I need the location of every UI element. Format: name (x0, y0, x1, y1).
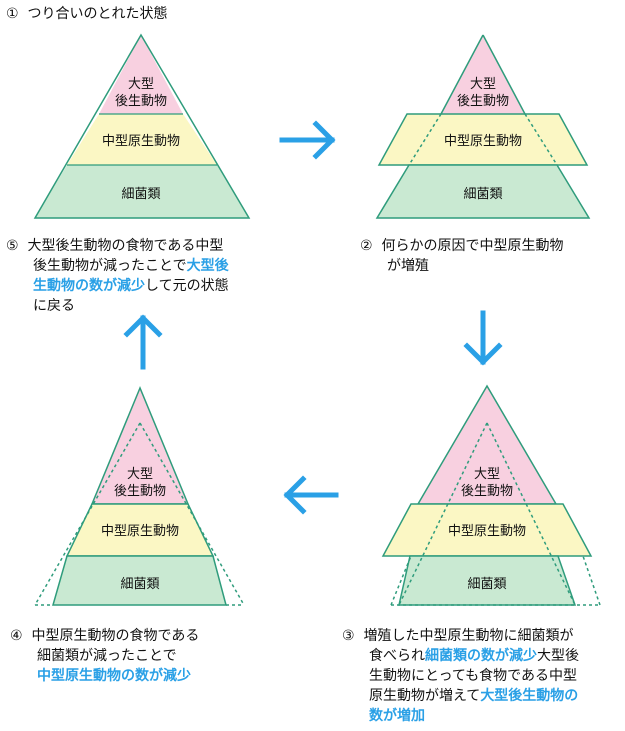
step-3-highlight-1: 細菌類の数が減少 (425, 648, 537, 664)
step-1-text: つり合いのとれた状態 (27, 6, 168, 22)
pyramid-4-top-label-1: 大型 (127, 467, 153, 482)
step-5-caption: ⑤ 大型後生動物の食物である中型 後生動物が減ったことで大型後 生動物の数が減少… (6, 236, 229, 316)
step-5-number: ⑤ (6, 238, 19, 254)
step-3-highlight-3: 数が増加 (369, 708, 425, 724)
step-2-caption: ② 何らかの原因で中型原生動物 が増殖 (360, 236, 563, 276)
step-4-line-2: 細菌類が減ったことで (37, 648, 177, 664)
step-1-number: ① (6, 6, 19, 22)
pyramid-1-balanced: 大型 後生動物 中型原生動物 細菌類 (33, 33, 251, 219)
pyramid-2-top-tier (441, 35, 525, 114)
step-3-caption: ③ 増殖した中型原生動物に細菌類が 食べられ細菌類の数が減少大型後 生動物にとっ… (342, 626, 579, 726)
pyramid-3-middle-tier (381, 503, 593, 557)
pyramid-3-bottom-tier (398, 555, 577, 606)
step-3-line-4a: 原生動物が増えて (369, 688, 481, 704)
pyramid-2-top-label-1: 大型 (470, 77, 496, 92)
pyramid-4-bottom-label: 細菌類 (120, 577, 159, 592)
step-2-line-1: 何らかの原因で中型原生動物 (381, 238, 564, 254)
step-4-line-1: 中型原生動物の食物である (31, 628, 200, 644)
pyramid-4-top-label-2: 後生動物 (114, 484, 166, 499)
arrow-left-icon (283, 475, 339, 515)
step-4-caption: ④ 中型原生動物の食物である 細菌類が減ったことで 中型原生動物の数が減少 (10, 626, 199, 686)
pyramid-3-middle-label: 中型原生動物 (448, 524, 526, 539)
step-5-highlight-2: 生動物の数が減少 (33, 278, 145, 294)
pyramid-2-bottom-tier (375, 164, 591, 219)
step-5-line-4: に戻る (33, 298, 75, 314)
arrow-up-icon (123, 314, 163, 370)
step-4-number: ④ (10, 628, 23, 644)
step-3-highlight-2: 大型後生動物の (480, 688, 579, 704)
step-2-number: ② (360, 238, 373, 254)
pyramid-3-top-label-2: 後生動物 (461, 484, 513, 499)
pyramid-2-bottom-label: 細菌類 (463, 187, 502, 202)
pyramid-2-middle-label: 中型原生動物 (444, 134, 522, 149)
step-3-number: ③ (342, 628, 355, 644)
pyramid-1-middle-label: 中型原生動物 (102, 134, 180, 149)
step-2-line-2: が増殖 (387, 258, 429, 274)
pyramid-2-middle-tier (377, 113, 589, 166)
pyramid-1-bottom-tier (35, 165, 249, 218)
step-5-line-3b: して元の状態 (145, 278, 229, 294)
pyramid-4-middle-decrease: 大型 後生動物 中型原生動物 細菌類 (34, 386, 245, 606)
pyramid-1-middle-tier (67, 114, 217, 165)
pyramid-2-middle-increase: 大型 後生動物 中型原生動物 細菌類 (375, 34, 591, 219)
arrow-right-icon (279, 120, 336, 160)
step-5-line-1: 大型後生動物の食物である中型 (27, 238, 224, 254)
step-4-highlight: 中型原生動物の数が減少 (37, 668, 191, 684)
step-3-line-2b: 大型後 (537, 648, 579, 664)
step-5-line-2a: 後生動物が減ったことで (33, 258, 187, 274)
step-1-caption: ① つり合いのとれた状態 (6, 4, 167, 24)
pyramid-1-top-tier (99, 35, 183, 114)
pyramid-4-middle-label: 中型原生動物 (101, 524, 179, 539)
pyramid-3-top-increase: 大型 後生動物 中型原生動物 細菌類 (381, 384, 601, 606)
arrow-down-icon (463, 310, 503, 366)
step-3-line-1: 増殖した中型原生動物に細菌類が (363, 628, 574, 644)
pyramid-1-top-label-2: 後生動物 (115, 94, 167, 109)
pyramid-2-top-label-2: 後生動物 (457, 94, 509, 109)
pyramid-1-top-label-1: 大型 (128, 77, 154, 92)
pyramid-3-top-label-1: 大型 (474, 467, 500, 482)
pyramid-1-bottom-label: 細菌類 (121, 187, 160, 202)
step-3-line-2a: 食べられ (369, 648, 425, 664)
pyramid-3-bottom-label: 細菌類 (467, 577, 506, 592)
step-3-line-3: 生動物にとっても食物である中型 (369, 668, 578, 684)
pyramid-1-outline (33, 33, 251, 219)
step-5-highlight-1: 大型後 (186, 258, 229, 274)
